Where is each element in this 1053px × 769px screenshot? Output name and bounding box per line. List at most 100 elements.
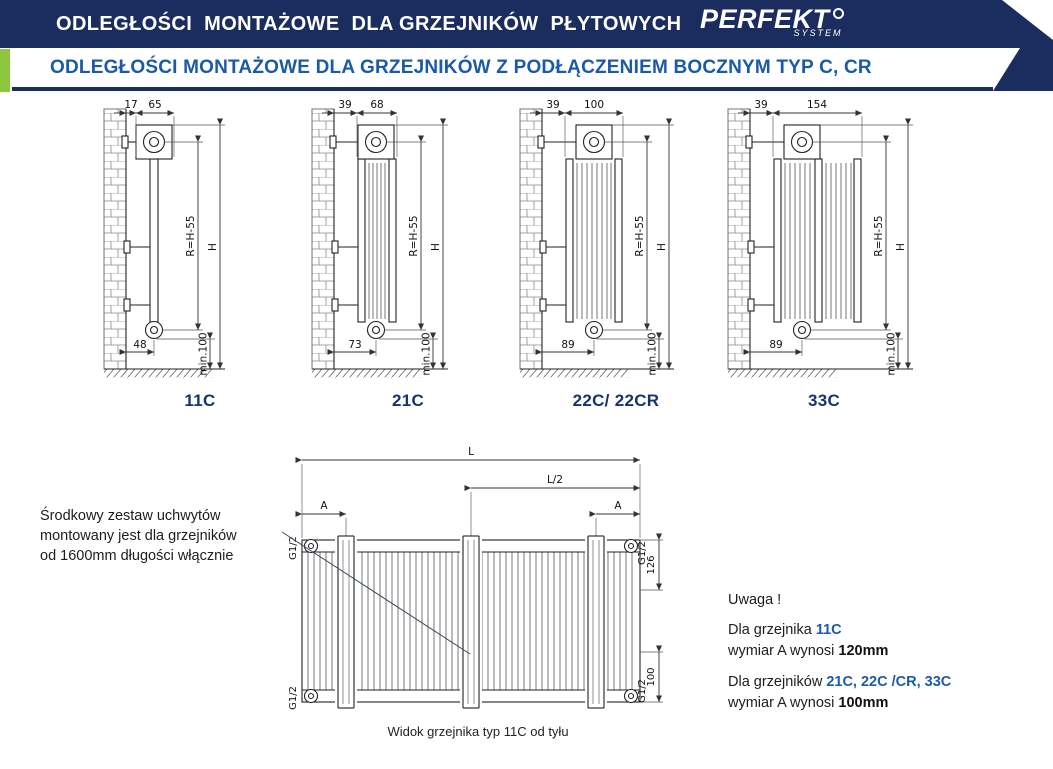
dim-wall-gap: 39: [546, 99, 559, 111]
note-spacer: [728, 662, 951, 672]
dim-radius: R=H-55: [408, 215, 420, 256]
dim-depth: 68: [370, 99, 383, 111]
dim-pipe: 73: [348, 339, 361, 351]
clearance-dimension: min.100: [597, 332, 664, 376]
top-dimensions: 39 68: [322, 99, 398, 157]
page-title: ODLEGŁOŚCI MONTAŻOWE DLA GRZEJNIKÓW PŁYT…: [56, 13, 682, 35]
height-dimension: H: [394, 118, 448, 369]
top-dimensions: 39 100: [530, 99, 624, 157]
note-left-line: od 1600mm długości włącznie: [40, 548, 234, 564]
section-subtitle: ODLEGŁOŚCI MONTAŻOWE DLA GRZEJNIKÓW Z PO…: [50, 57, 872, 78]
dim-radius: R=H-55: [185, 215, 197, 256]
note-line: wymiar A wynosi 100mm: [728, 693, 951, 714]
subtitle-underline: [12, 87, 993, 91]
radiator-type-strong: 11C: [815, 622, 842, 638]
radius-dimension: R=H-55: [162, 135, 203, 331]
type-label-21c: 21C: [391, 391, 425, 410]
brand-subname: SYSTEM: [793, 28, 843, 38]
dim-clearance: min.100: [886, 332, 898, 375]
type-label-22c: 22C/ 22CR: [572, 391, 660, 410]
brand-name: PERFEKT: [700, 4, 830, 34]
dim-depth: 65: [148, 99, 161, 111]
dim-wall-gap: 39: [338, 99, 351, 111]
radiator-type-strong: 21C, 22C /CR, 33C: [826, 674, 952, 690]
dim-a-left: A: [320, 500, 328, 512]
value-strong: 120mm: [838, 643, 889, 659]
side-view-21c-svg: 39 68 R=H-55 min.100 H: [311, 99, 448, 378]
note-right: Uwaga ! Dla grzejnika 11C wymiar A wynos…: [728, 590, 951, 714]
clearance-dimension: min.100: [805, 332, 903, 376]
diagram-block-22c: 39 100 R=H-55 min.100 H: [516, 97, 716, 411]
dim-depth: 154: [807, 99, 827, 111]
dim-a-right: A: [614, 500, 622, 512]
side-view-diagrams-row: 17 65 R=H-55 min.100 H: [100, 97, 924, 411]
thread-label-top-right: G1/2: [637, 541, 648, 565]
thread-label-bottom-right: G1/2: [637, 679, 648, 703]
note-text: wymiar A wynosi: [728, 695, 839, 711]
radiator-side-view: [121, 124, 173, 340]
pipe-dimension: 48: [119, 339, 155, 356]
radius-dimension: R=H-55: [602, 135, 652, 331]
clearance-dimension: min.100: [157, 332, 215, 376]
top-dimensions: 17 65: [114, 99, 175, 157]
dim-height: H: [430, 243, 442, 251]
dim-radius: R=H-55: [873, 215, 885, 256]
dim-radius: R=H-55: [634, 215, 646, 256]
side-view-22c-svg: 39 100 R=H-55 min.100 H: [519, 99, 674, 378]
note-line: Dla grzejników 21C, 22C /CR, 33C: [728, 672, 951, 693]
mounting-bracket-center: [460, 535, 482, 709]
height-dimension: H: [612, 118, 674, 369]
note-line: wymiar A wynosi 120mm: [728, 641, 951, 662]
left-connection-labels: G1/2 G1/2: [288, 536, 299, 710]
note-left: Środkowy zestaw uchwytów montowany jest …: [40, 506, 237, 566]
height-dimension: H: [172, 118, 225, 369]
dim-clearance: min.100: [647, 332, 659, 375]
dim-height: H: [207, 243, 219, 251]
top-dimensions: 39 154: [738, 99, 863, 157]
mounting-bracket-right: [585, 535, 607, 709]
thread-label-top-left: G1/2: [288, 536, 299, 560]
wall-and-floor: [103, 108, 225, 378]
value-strong: 100mm: [838, 695, 889, 711]
diagram-block-11c: 17 65 R=H-55 min.100 H: [100, 97, 300, 411]
diagram-block-21c: 39 68 R=H-55 min.100 H: [308, 97, 508, 411]
type-label-33c: 33C: [807, 391, 841, 410]
mounting-bracket-left: [335, 535, 357, 709]
thread-label-bottom-left: G1/2: [288, 686, 299, 710]
dim-126: 126: [646, 555, 657, 574]
rear-view-caption: Widok grzejnika typ 11C od tyłu: [387, 724, 569, 739]
header-diagonal-band: [993, 48, 1053, 91]
rear-view-block: L L/2 A A: [288, 444, 668, 739]
radiator-side-view: [329, 124, 397, 340]
wall-and-floor: [519, 108, 674, 378]
note-text: Dla grzejników: [728, 674, 827, 690]
dim-length: L: [468, 446, 474, 458]
dim-depth: 100: [584, 99, 604, 111]
dim-pipe: 48: [133, 339, 146, 351]
note-right-title: Uwaga !: [728, 592, 782, 608]
pipe-dimension: 73: [327, 339, 377, 356]
note-text: Dla grzejnika: [728, 622, 816, 638]
pipe-dimension: 89: [535, 339, 595, 356]
clearance-dimension: min.100: [379, 332, 438, 376]
type-label-11c: 11C: [184, 391, 216, 410]
note-text: wymiar A wynosi: [728, 643, 839, 659]
note-left-line: Środkowy zestaw uchwytów: [40, 508, 221, 524]
right-connection-dimensions: G1/2 126 G1/2 100: [637, 533, 663, 703]
dim-wall-gap: 39: [754, 99, 767, 111]
radius-dimension: R=H-55: [810, 135, 891, 331]
dim-half-length: L/2: [547, 474, 563, 486]
note-line: Dla grzejnika 11C: [728, 620, 951, 641]
dim-pipe: 89: [769, 339, 782, 351]
dim-clearance: min.100: [198, 332, 210, 375]
dim-height: H: [895, 243, 907, 251]
wall-and-floor: [727, 108, 913, 378]
radiator-side-view: [537, 124, 623, 340]
diagram-block-33c: 39 154 R=H-55 min.100 H: [724, 97, 924, 411]
rear-top-dimensions: L L/2 A A: [295, 446, 641, 538]
dim-clearance: min.100: [421, 332, 433, 375]
side-view-11c-svg: 17 65 R=H-55 min.100 H: [103, 99, 225, 378]
dim-height: H: [656, 243, 668, 251]
radius-dimension: R=H-55: [384, 135, 426, 331]
rear-view-svg: L L/2 A A: [288, 446, 663, 710]
